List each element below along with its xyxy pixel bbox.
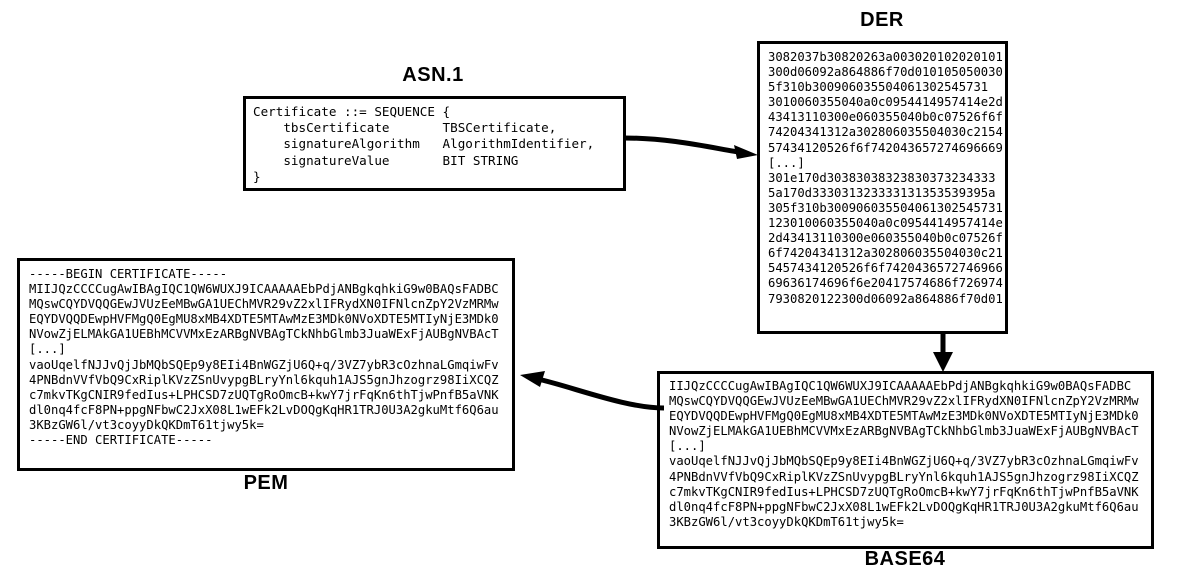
- arrow-base64-to-pem-icon: [520, 371, 665, 411]
- arrow-der-to-base64-icon: [933, 332, 953, 372]
- der-hex-dump: 3082037b30820263a003020102020101 300d060…: [768, 50, 1003, 306]
- pem-box: -----BEGIN CERTIFICATE----- MIIJQzCCCCug…: [17, 258, 515, 471]
- der-box: 3082037b30820263a003020102020101 300d060…: [757, 41, 1008, 334]
- base64-box: IIJQzCCCCugAwIBAgIQC1QW6WUXJ9ICAAAAAEbPd…: [657, 371, 1154, 549]
- arrow-asn1-to-der-icon: [623, 135, 758, 159]
- pem-certificate-text: -----BEGIN CERTIFICATE----- MIIJQzCCCCug…: [29, 267, 499, 448]
- asn1-label: ASN.1: [402, 64, 464, 86]
- base64-encoded-text: IIJQzCCCCugAwIBAgIQC1QW6WUXJ9ICAAAAAEbPd…: [669, 379, 1139, 529]
- der-label: DER: [860, 9, 904, 31]
- asn1-code: Certificate ::= SEQUENCE { tbsCertificat…: [253, 104, 595, 184]
- asn1-box: Certificate ::= SEQUENCE { tbsCertificat…: [243, 96, 626, 191]
- pem-label: PEM: [243, 472, 289, 494]
- base64-label: BASE64: [864, 548, 946, 570]
